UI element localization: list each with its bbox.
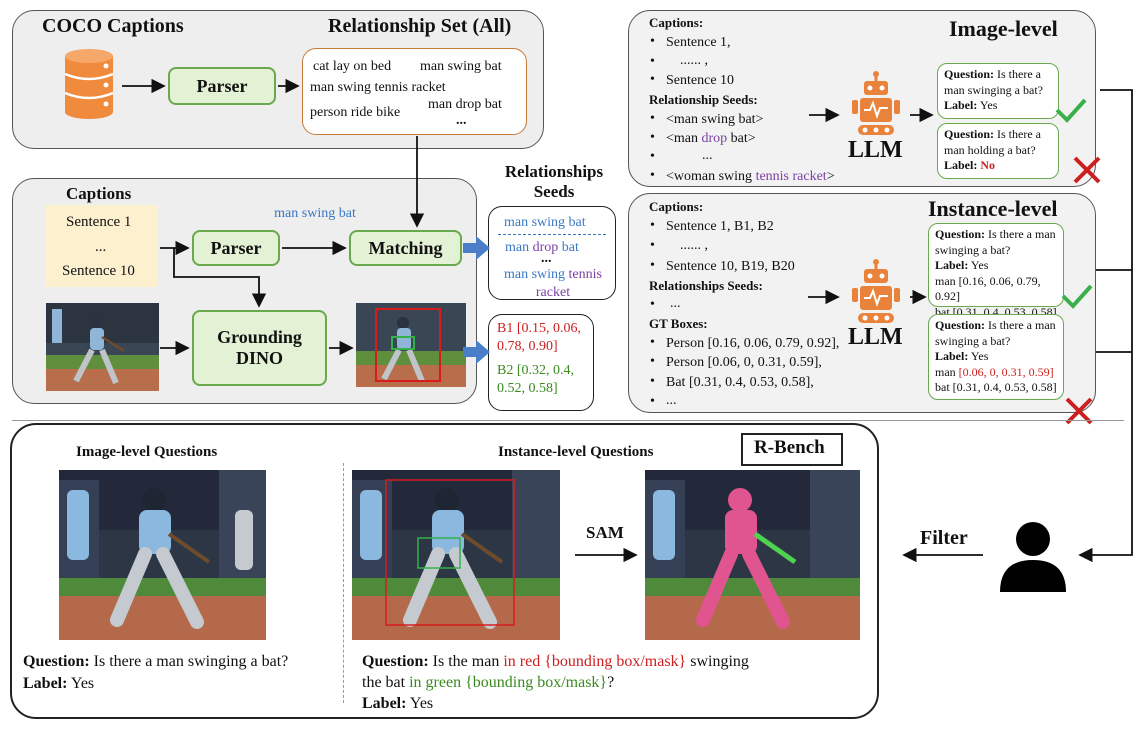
ellipsis: ...	[95, 239, 107, 255]
image-seed: <man drop bat>	[666, 131, 756, 146]
captions-title: Captions	[66, 184, 132, 203]
relset-line: man swing bat	[420, 59, 502, 74]
bullet: •	[650, 149, 655, 164]
bullet: •	[650, 297, 655, 312]
bullet: •	[650, 111, 655, 126]
llm-label: LLM	[848, 324, 903, 350]
image-seeds-label: Relationship Seeds:	[649, 92, 758, 107]
seed-1: man swing bat	[504, 215, 586, 230]
gt-box-item: ...	[666, 393, 677, 408]
grounding-dino-box: Grounding DINO	[192, 310, 327, 386]
instance-level-title: Instance-level	[928, 196, 1058, 221]
image-question-yes: Question: Is there a man swinging a bat?…	[937, 63, 1059, 119]
bullet: •	[650, 354, 655, 369]
coco-title: COCO Captions	[42, 15, 184, 37]
instance-level-answer: Label: Yes	[362, 695, 434, 712]
image-caption-item: ...... ,	[680, 53, 708, 68]
captions-note	[46, 205, 158, 287]
baseball-photo-bbox	[352, 470, 560, 640]
parser-box-mid: Parser	[192, 230, 280, 266]
bullet: •	[650, 168, 655, 183]
check-icon	[1054, 96, 1088, 124]
image-seed: <man swing bat>	[666, 112, 764, 127]
relset-line: cat lay on bed	[313, 59, 392, 74]
bullet: •	[650, 238, 655, 253]
sam-label: SAM	[586, 523, 624, 542]
relset-title: Relationship Set (All)	[328, 15, 512, 37]
section-divider	[12, 420, 1124, 421]
rbench-label: R-Bench	[754, 437, 825, 458]
instance-level-questions-title: Instance-level Questions	[498, 444, 654, 460]
box-b2: B2 [0.32, 0.4, 0.52, 0.58]	[497, 363, 574, 397]
bullet: •	[650, 130, 655, 145]
bullet: •	[650, 218, 655, 233]
bullet: •	[650, 54, 655, 69]
seed-3: man swing tennis racket	[503, 267, 602, 300]
parser-box-top: Parser	[168, 67, 276, 105]
image-seed: ...	[702, 148, 713, 163]
matching-box: Matching	[349, 230, 462, 266]
check-icon	[1060, 282, 1094, 310]
instance-question-yes: Question: Is there a man swinging a bat?…	[928, 223, 1064, 319]
filter-label: Filter	[920, 527, 968, 549]
image-caption-item: Sentence 10	[666, 73, 735, 88]
image-level-answer: Label: Yes	[23, 675, 95, 692]
image-seed: <woman swing tennis racket>	[666, 169, 835, 184]
vertical-divider	[343, 463, 344, 703]
baseball-photo-boxed	[356, 303, 466, 387]
relset-line: ...	[456, 113, 467, 128]
instance-seed-item: ...	[670, 296, 681, 311]
image-question-no: Question: Is there a man holding a bat? …	[937, 123, 1059, 179]
relset-line: man swing tennis racket	[310, 80, 446, 95]
bullet: •	[650, 394, 655, 409]
cross-icon	[1072, 155, 1102, 185]
bullet: •	[650, 258, 655, 273]
instance-level-question-line2: the bat in green {bounding box/mask}?	[362, 674, 615, 691]
llm-label: LLM	[848, 137, 903, 163]
box-b1: B1 [0.15, 0.06, 0.78, 0.90]	[497, 321, 581, 355]
seeds-title: Relationships Seeds	[504, 162, 604, 202]
instance-caption-item: Sentence 10, B19, B20	[666, 259, 795, 274]
arrow-label: man swing bat	[274, 206, 356, 221]
instance-question-bad: Question: Is there a man swinging a bat?…	[928, 314, 1064, 400]
seed-2: man drop bat	[505, 240, 579, 255]
baseball-photo-small	[46, 303, 159, 391]
image-level-title: Image-level	[949, 16, 1058, 41]
database-icon	[64, 48, 114, 120]
seeds-box	[488, 206, 616, 300]
gt-box-item: Person [0.06, 0, 0.31, 0.59],	[666, 355, 822, 370]
gt-boxes-label: GT Boxes:	[649, 316, 708, 331]
instance-caption-item: Sentence 1, B1, B2	[666, 219, 774, 234]
instance-captions-label: Captions:	[649, 199, 704, 214]
image-captions-label: Captions:	[649, 15, 704, 30]
sentence-first: Sentence 1	[66, 214, 132, 230]
robot-icon	[846, 70, 906, 136]
relset-line: man drop bat	[428, 97, 502, 112]
image-level-question: Question: Is there a man swinging a bat?	[23, 653, 289, 670]
image-caption-item: Sentence 1,	[666, 35, 731, 50]
person-icon	[997, 520, 1069, 592]
instance-caption-item: ...... ,	[680, 238, 708, 253]
relset-line: person ride bike	[310, 105, 401, 120]
bullet: •	[650, 34, 655, 49]
seed-dots: ...	[541, 251, 552, 266]
bullet: •	[650, 335, 655, 350]
baseball-photo-plain	[59, 470, 266, 640]
rbench-label-box	[741, 433, 843, 466]
instance-seeds-label: Relationships Seeds:	[649, 278, 763, 293]
robot-icon	[846, 258, 906, 324]
boxes-box	[488, 314, 594, 411]
seed-divider	[498, 234, 606, 235]
instance-level-question-line1: Question: Is the man in red {bounding bo…	[362, 653, 749, 670]
bullet: •	[650, 374, 655, 389]
gt-box-item: Person [0.16, 0.06, 0.79, 0.92],	[666, 336, 840, 351]
gt-box-item: Bat [0.31, 0.4, 0.53, 0.58],	[666, 375, 814, 390]
image-level-questions-title: Image-level Questions	[76, 444, 218, 460]
cross-icon	[1064, 396, 1094, 426]
bullet: •	[650, 72, 655, 87]
relationship-set-box	[302, 48, 527, 135]
sentence-last: Sentence 10	[62, 263, 135, 279]
baseball-photo-mask	[645, 470, 860, 640]
